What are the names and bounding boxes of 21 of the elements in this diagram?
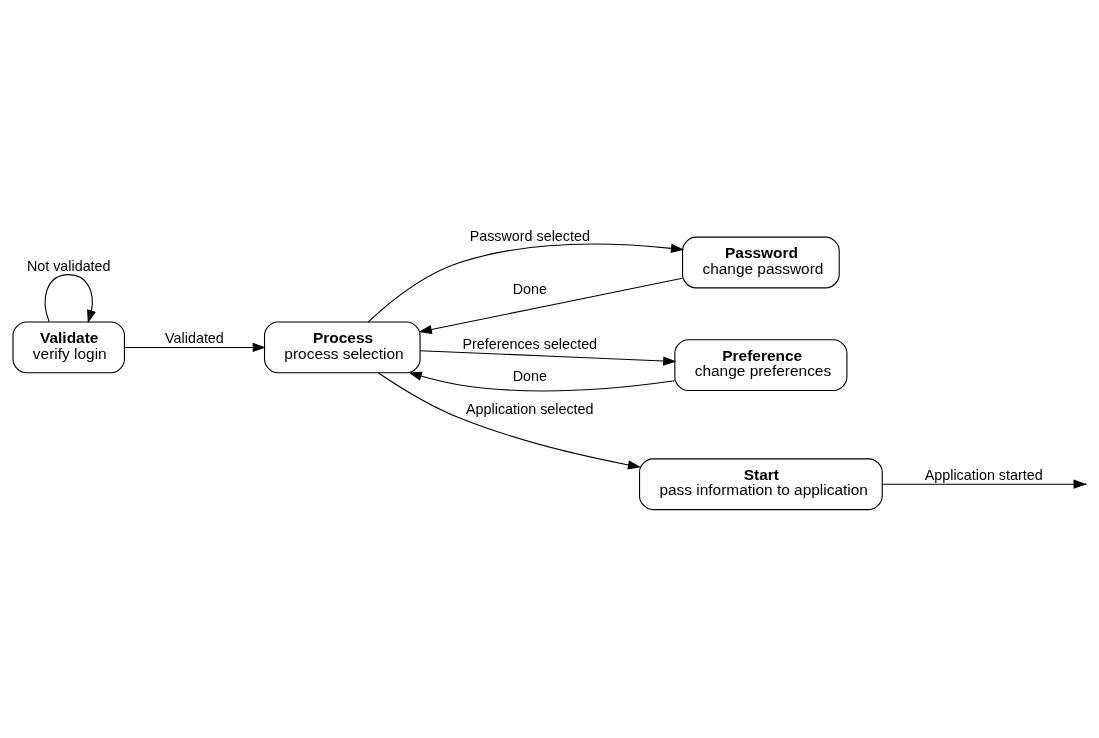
arrow [408, 371, 676, 391]
edge-label: Validated [165, 329, 224, 346]
edge-label: Not validated [26, 257, 111, 274]
edge-label: Application started [924, 466, 1043, 483]
edge-label: Password selected [469, 227, 590, 244]
arrow [124, 342, 266, 352]
arrow [418, 277, 683, 334]
arrow [367, 243, 685, 322]
edge-label: Done [512, 280, 547, 297]
node-box: Validate verify login [12, 321, 125, 373]
node-box: Start pass information to application [639, 457, 883, 510]
arrow [377, 371, 642, 469]
edge-label: Application selected [466, 400, 594, 417]
arrow [44, 273, 96, 323]
edge-label: Done [512, 367, 547, 384]
edge-label: Preferences selected [462, 335, 598, 352]
arrow [419, 349, 677, 366]
node-box: Preference change preferences [674, 338, 848, 391]
node-box: Process process selection [263, 321, 421, 373]
node-box: Password change password [682, 236, 840, 288]
arrow [881, 479, 1087, 489]
